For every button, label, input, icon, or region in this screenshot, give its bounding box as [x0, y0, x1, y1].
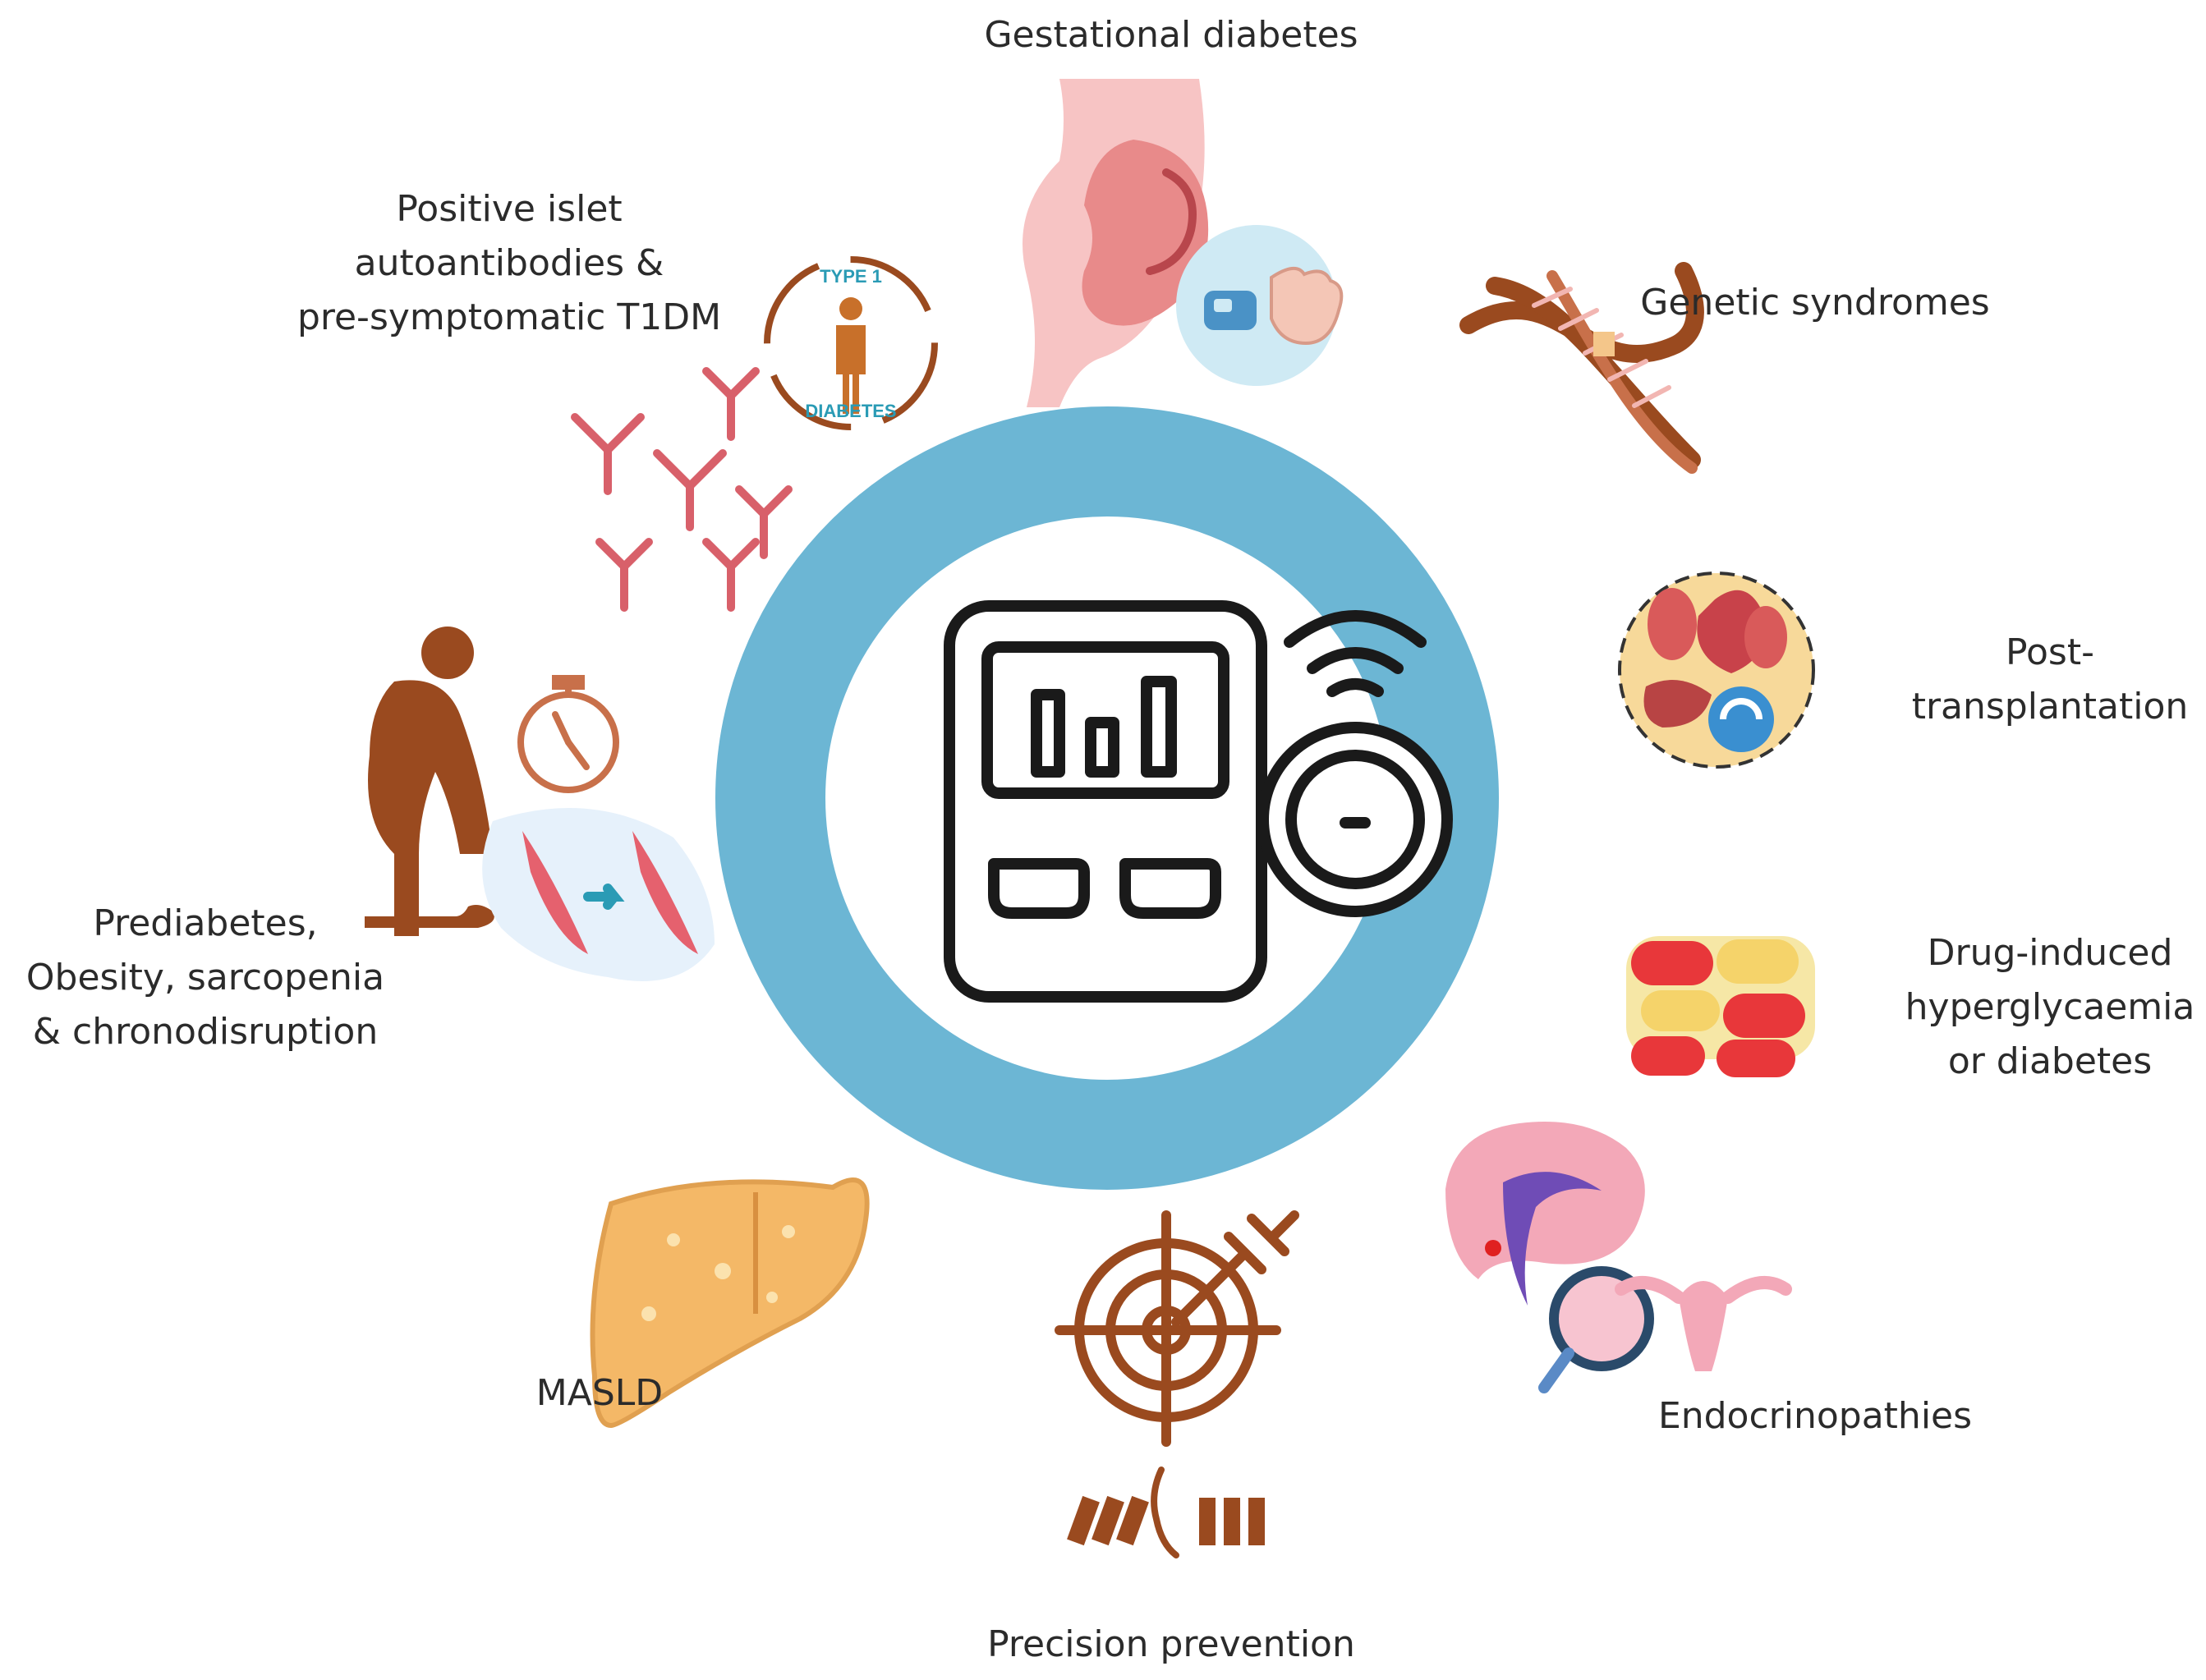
antibody-icon	[571, 367, 793, 612]
organs-icon	[1618, 571, 1815, 769]
label-prediabetes: Prediabetes, Obesity, sarcopenia & chron…	[25, 902, 385, 1053]
obesity-person-icon	[365, 627, 494, 936]
muscle-icon	[482, 808, 715, 981]
label-genetic-syndromes: Genetic syndromes	[1640, 282, 1990, 324]
liver-icon	[590, 1177, 870, 1429]
label-gestational-diabetes: Gestational diabetes	[984, 14, 1358, 56]
stopwatch-icon	[517, 675, 619, 793]
domino-icon	[1067, 1467, 1265, 1558]
label-drug-induced: Drug-induced hyperglycaemia or diabetes	[1905, 932, 2195, 1082]
badge-bottom-text: DIABETES	[805, 401, 896, 421]
dna-icon	[1459, 262, 1704, 474]
cgm-device-icon	[944, 600, 1453, 1003]
label-precision-prevention: Precision prevention	[987, 1623, 1355, 1665]
label-post-transplantation: Post- transplantation	[1911, 631, 2189, 728]
type1-person-icon: TYPE 1 DIABETES	[764, 256, 938, 430]
label-masld: MASLD	[535, 1372, 664, 1414]
badge-top-text: TYPE 1	[820, 266, 882, 287]
pills-icon	[1626, 936, 1815, 1077]
target-syringe-icon	[1055, 1210, 1299, 1447]
label-islet-autoantibodies: Positive islet autoantibodies & pre-symp…	[296, 188, 722, 338]
label-endocrinopathies: Endocrinopathies	[1657, 1395, 1973, 1437]
pregnancy-icon	[1023, 79, 1344, 407]
brain-uterus-icon	[1445, 1122, 1792, 1393]
